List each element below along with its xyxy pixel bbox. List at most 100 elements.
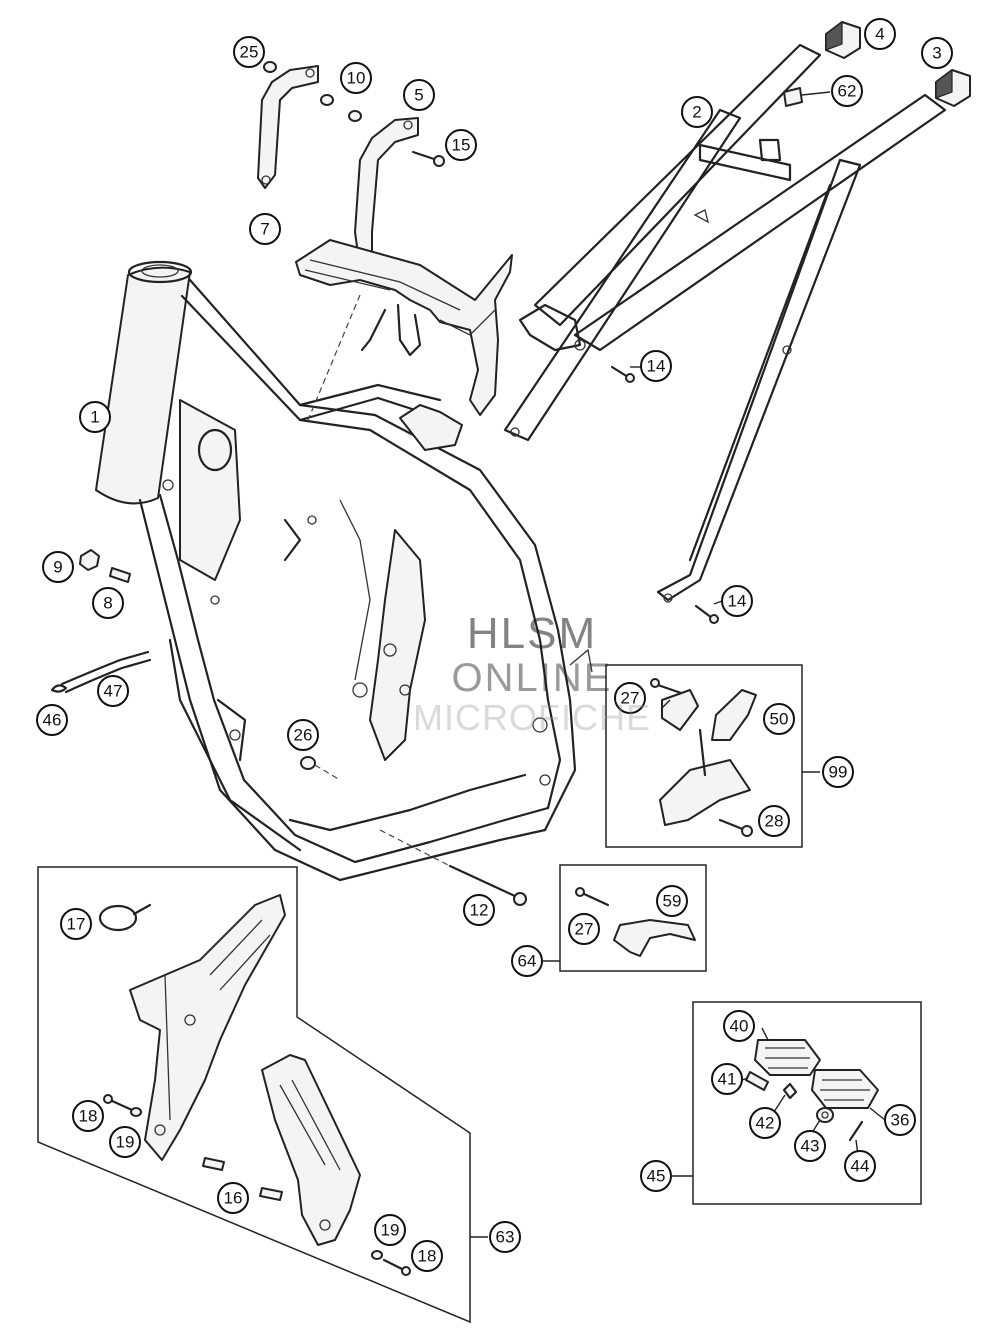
svg-text:28: 28	[765, 812, 784, 831]
callout-26: 26	[287, 719, 319, 751]
svg-text:14: 14	[647, 357, 666, 376]
svg-text:26: 26	[294, 726, 313, 745]
callout-42: 42	[749, 1107, 781, 1139]
svg-text:41: 41	[718, 1070, 737, 1089]
group-box-45	[672, 1001, 922, 1205]
pin-41	[745, 1071, 769, 1091]
callout-10: 10	[340, 62, 372, 94]
spacer-16-left	[202, 1157, 225, 1171]
clip-46	[50, 684, 68, 693]
cable-tie-17	[98, 903, 152, 932]
callout-3: 3	[921, 37, 953, 69]
cotter-pin-44	[848, 1120, 864, 1142]
callout-15: 15	[445, 129, 477, 161]
bolt-14-lower	[694, 604, 719, 624]
svg-text:10: 10	[347, 69, 366, 88]
callout-25: 25	[233, 36, 265, 68]
bolt-8	[109, 567, 131, 583]
group-box-64	[543, 864, 707, 972]
svg-text:7: 7	[260, 220, 269, 239]
bushing-62	[783, 87, 831, 107]
callout-14-lower: 14	[721, 585, 753, 617]
callout-27-group99: 27	[614, 682, 646, 714]
svg-text:27: 27	[575, 920, 594, 939]
spring-42	[782, 1082, 798, 1100]
callout-1: 1	[79, 401, 111, 433]
svg-text:12: 12	[470, 901, 489, 920]
svg-text:5: 5	[414, 86, 423, 105]
svg-text:19: 19	[381, 1221, 400, 1240]
svg-text:18: 18	[418, 1247, 437, 1266]
svg-text:27: 27	[621, 689, 640, 708]
callout-5: 5	[403, 79, 435, 111]
callout-17: 17	[60, 908, 92, 940]
bolt-18-left	[103, 1094, 134, 1112]
svg-text:43: 43	[801, 1137, 820, 1156]
chain-slider-64	[575, 887, 696, 957]
callout-64: 64	[511, 945, 543, 977]
callout-18-left: 18	[72, 1100, 104, 1132]
bolt-12	[379, 829, 527, 906]
svg-text:36: 36	[891, 1111, 910, 1130]
bolt-18-right	[382, 1258, 411, 1276]
washer-26	[300, 756, 341, 781]
callout-8: 8	[92, 587, 124, 619]
svg-text:44: 44	[851, 1157, 870, 1176]
hose-47	[60, 650, 152, 694]
footpeg-40	[754, 1039, 821, 1076]
callout-12: 12	[463, 894, 495, 926]
svg-text:99: 99	[829, 763, 848, 782]
callout-4: 4	[864, 18, 896, 50]
svg-text:45: 45	[647, 1167, 666, 1186]
svg-text:50: 50	[770, 710, 789, 729]
svg-text:2: 2	[692, 103, 701, 122]
washer-19-right	[371, 1250, 383, 1260]
mounting-bracket-5	[354, 117, 419, 269]
footpeg-36	[811, 1069, 879, 1109]
callout-99: 99	[822, 756, 854, 788]
side-stand-99	[650, 678, 757, 837]
svg-text:63: 63	[496, 1228, 515, 1247]
callout-19-right: 19	[374, 1214, 406, 1246]
mounting-bracket-left	[257, 65, 319, 189]
svg-text:46: 46	[43, 711, 62, 730]
frame-protector-left	[129, 894, 286, 1161]
callout-45: 45	[640, 1160, 672, 1192]
nut-25	[263, 61, 277, 73]
callout-27-group64: 27	[568, 913, 600, 945]
svg-text:19: 19	[116, 1133, 135, 1152]
svg-text:62: 62	[838, 82, 857, 101]
callout-43: 43	[794, 1130, 826, 1162]
svg-text:1: 1	[90, 408, 99, 427]
svg-text:14: 14	[728, 592, 747, 611]
nut-9	[79, 549, 100, 571]
callout-36: 36	[884, 1104, 916, 1136]
washer-10	[320, 94, 362, 122]
group-box-99	[605, 664, 820, 848]
subframe	[503, 43, 947, 603]
group-box-63	[37, 866, 488, 1324]
svg-text:17: 17	[67, 915, 86, 934]
bolt-15	[411, 150, 445, 167]
callout-28: 28	[758, 805, 790, 837]
svg-text:25: 25	[240, 43, 259, 62]
callout-59: 59	[656, 885, 688, 917]
svg-text:4: 4	[875, 25, 884, 44]
svg-text:8: 8	[103, 594, 112, 613]
washer-19-left	[130, 1107, 142, 1117]
callout-41: 41	[711, 1063, 743, 1095]
bolt-14-upper	[610, 365, 635, 383]
callout-14-upper: 14	[640, 350, 672, 382]
callout-44: 44	[844, 1150, 876, 1182]
engine-guard-7	[295, 239, 513, 421]
svg-text:40: 40	[730, 1017, 749, 1036]
svg-text:64: 64	[518, 952, 537, 971]
svg-text:16: 16	[224, 1189, 243, 1208]
callout-16: 16	[217, 1182, 249, 1214]
main-frame	[95, 260, 593, 882]
subframe-end-cap-3	[935, 68, 971, 107]
svg-text:59: 59	[663, 892, 682, 911]
callout-40: 40	[723, 1010, 755, 1042]
svg-text:18: 18	[79, 1107, 98, 1126]
